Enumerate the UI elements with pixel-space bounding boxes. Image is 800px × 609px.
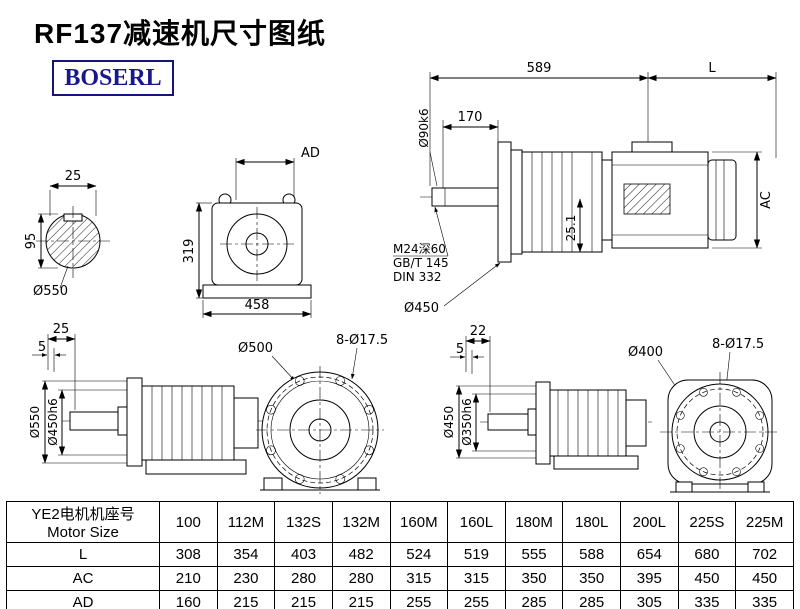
- dim-r22: 22: [470, 324, 487, 339]
- dim-m550: Ø550: [28, 406, 42, 438]
- size-col-200L: 200L: [620, 501, 679, 543]
- cell-L-1: 354: [216, 542, 276, 567]
- cell-L-7: 588: [562, 542, 621, 567]
- table-header-row: YE2电机机座号 Motor Size 100 112M 132S 132M 1…: [6, 501, 794, 543]
- cell-L-9: 680: [677, 542, 737, 567]
- cell-L-5: 519: [447, 542, 506, 567]
- dim-r400: Ø400: [628, 345, 663, 360]
- cell-AD-2: 215: [274, 590, 333, 609]
- dim-589: 589: [527, 61, 552, 76]
- cell-L-2: 403: [274, 542, 333, 567]
- motor-size-table: YE2电机机座号 Motor Size 100 112M 132S 132M 1…: [6, 501, 794, 609]
- dim-95: 95: [24, 233, 39, 250]
- cell-L-10: 702: [735, 542, 794, 567]
- cell-AD-5: 255: [447, 590, 506, 609]
- dim-thread: M24深60: [393, 242, 446, 256]
- dim-m450h6: Ø450h6: [46, 398, 60, 446]
- cell-L-0: 308: [159, 542, 218, 567]
- cell-AD-9: 335: [677, 590, 737, 609]
- cell-AC-6: 350: [504, 566, 564, 591]
- size-col-160M: 160M: [389, 501, 449, 543]
- size-col-132M: 132M: [331, 501, 391, 543]
- row-label-AC: AC: [6, 566, 160, 591]
- dim-standard-2: DIN 332: [393, 270, 441, 284]
- reducer-side-view-right: 22 5 Ø450 Ø350h6: [442, 324, 652, 470]
- shaft-section-view: 25 95 Ø550: [24, 169, 110, 299]
- size-label-cell: YE2电机机座号 Motor Size: [6, 501, 160, 543]
- dim-r450: Ø450: [442, 406, 456, 438]
- cell-AD-4: 255: [389, 590, 449, 609]
- dim-holes-right: 8-Ø17.5: [712, 337, 764, 352]
- dim-319: 319: [182, 239, 197, 264]
- dim-m25: 25: [53, 322, 70, 337]
- cell-AC-2: 280: [274, 566, 333, 591]
- brand-logo: BOSERL: [52, 60, 174, 96]
- size-col-160L: 160L: [447, 501, 506, 543]
- dim-170: 170: [458, 110, 483, 125]
- size-label-cn: YE2电机机座号: [31, 506, 135, 523]
- size-label-en: Motor Size: [47, 524, 119, 541]
- row-label-L: L: [6, 542, 160, 567]
- table-row-AC: AC 210 230 280 280 315 315 350 350 395 4…: [6, 566, 794, 591]
- dim-458: 458: [245, 298, 270, 313]
- gearbox-front-view: AD 319 458: [182, 146, 320, 318]
- cell-AC-1: 230: [216, 566, 276, 591]
- dim-flange-450: Ø450: [404, 301, 439, 316]
- cell-AD-10: 335: [735, 590, 794, 609]
- cell-AC-10: 450: [735, 566, 794, 591]
- cell-AD-1: 215: [216, 590, 276, 609]
- row-label-AD: AD: [6, 590, 160, 609]
- assembly-side-view: 589 L 170 Ø90k6 2: [393, 61, 777, 316]
- cell-AC-0: 210: [159, 566, 218, 591]
- dim-r5: 5: [456, 342, 464, 357]
- dim-shaft-dia: Ø90k6: [417, 108, 431, 147]
- technical-drawing: 589 L 170 Ø90k6 2: [24, 61, 780, 494]
- dim-AC: AC: [759, 191, 774, 209]
- dim-r350h6: Ø350h6: [460, 398, 474, 446]
- size-col-225S: 225S: [677, 501, 737, 543]
- cell-AD-7: 285: [562, 590, 621, 609]
- page-title: RF137减速机尺寸图纸: [34, 18, 327, 49]
- dim-AD: AD: [301, 146, 320, 161]
- size-col-100: 100: [159, 501, 218, 543]
- dim-shaft-550: Ø550: [33, 284, 68, 299]
- cell-L-8: 654: [620, 542, 679, 567]
- cell-L-4: 524: [389, 542, 449, 567]
- dim-m5: 5: [38, 340, 46, 355]
- cell-L-6: 555: [504, 542, 564, 567]
- cell-AC-8: 395: [620, 566, 679, 591]
- dim-L: L: [708, 61, 716, 76]
- reducer-side-view-left: 25 5 Ø550 Ø450h6: [28, 322, 268, 475]
- dim-500: Ø500: [238, 341, 273, 356]
- table-row-AD: AD 160 215 215 215 255 255 285 285 305 3…: [6, 590, 794, 609]
- dim-holes-left: 8-Ø17.5: [336, 333, 388, 348]
- dim-25-1: 25.1: [564, 215, 578, 242]
- cell-L-3: 482: [331, 542, 391, 567]
- cell-AC-3: 280: [331, 566, 391, 591]
- cell-AC-4: 315: [389, 566, 449, 591]
- dim-standard-1: GB/T 145: [393, 256, 449, 270]
- cell-AC-5: 315: [447, 566, 506, 591]
- table-row-L: L 308 354 403 482 524 519 555 588 654 68…: [6, 542, 794, 567]
- size-col-225M: 225M: [735, 501, 794, 543]
- size-col-112M: 112M: [216, 501, 276, 543]
- cell-AD-3: 215: [331, 590, 391, 609]
- dim-key-25: 25: [65, 169, 82, 184]
- cell-AD-6: 285: [504, 590, 564, 609]
- cell-AC-9: 450: [677, 566, 737, 591]
- cell-AC-7: 350: [562, 566, 621, 591]
- size-col-132S: 132S: [274, 501, 333, 543]
- output-flange-view-left: Ø500 8-Ø17.5: [238, 333, 388, 494]
- size-col-180M: 180M: [504, 501, 564, 543]
- cell-AD-8: 305: [620, 590, 679, 609]
- cell-AD-0: 160: [159, 590, 218, 609]
- size-col-180L: 180L: [562, 501, 621, 543]
- output-flange-view-right: Ø400 8-Ø17.5: [628, 337, 780, 493]
